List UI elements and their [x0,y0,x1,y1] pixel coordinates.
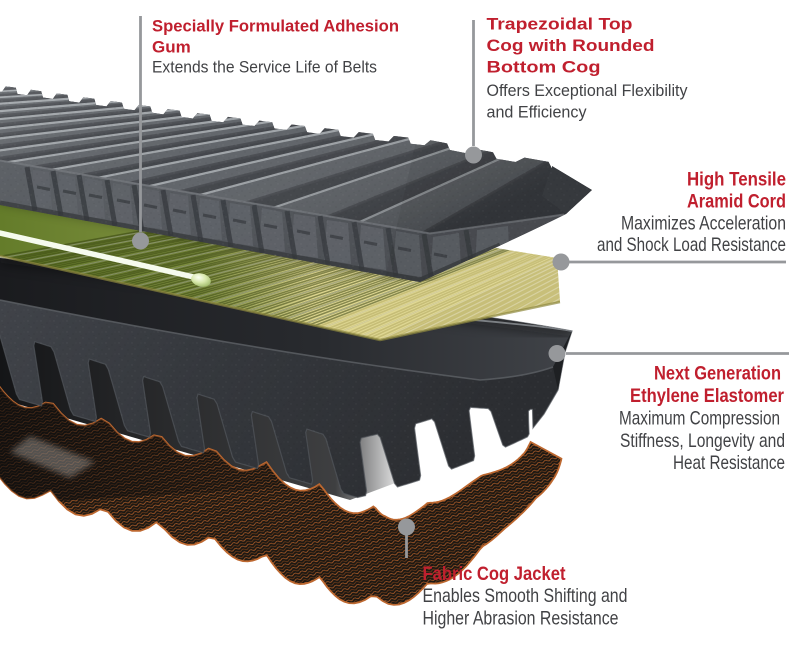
svg-text:Stiffness, Longevity and: Stiffness, Longevity and [620,430,785,452]
svg-text:Cog with Rounded: Cog with Rounded [487,36,655,55]
svg-text:Maximum Compression: Maximum Compression [619,408,780,430]
svg-text:Aramid Cord: Aramid Cord [687,191,786,213]
svg-text:Higher Abrasion Resistance: Higher Abrasion Resistance [423,608,619,630]
svg-text:Extends the Service Life of Be: Extends the Service Life of Belts [152,58,377,77]
svg-text:Ethylene Elastomer: Ethylene Elastomer [630,385,784,407]
svg-text:Fabric Cog Jacket: Fabric Cog Jacket [423,563,566,585]
svg-text:and Shock Load Resistance: and Shock Load Resistance [597,234,786,256]
svg-text:Specially Formulated Adhesion: Specially Formulated Adhesion [152,17,399,36]
svg-text:Heat Resistance: Heat Resistance [673,452,785,474]
svg-text:and Efficiency: and Efficiency [487,103,587,122]
svg-text:Trapezoidal Top: Trapezoidal Top [487,15,633,34]
svg-text:Enables Smooth Shifting and: Enables Smooth Shifting and [423,585,628,607]
svg-text:Next Generation: Next Generation [654,363,781,385]
svg-text:High Tensile: High Tensile [687,169,786,191]
svg-text:Offers Exceptional Flexibility: Offers Exceptional Flexibility [487,81,688,100]
svg-text:Gum: Gum [152,37,191,56]
svg-text:Bottom Cog: Bottom Cog [487,58,601,77]
svg-text:Maximizes Acceleration: Maximizes Acceleration [621,213,786,235]
